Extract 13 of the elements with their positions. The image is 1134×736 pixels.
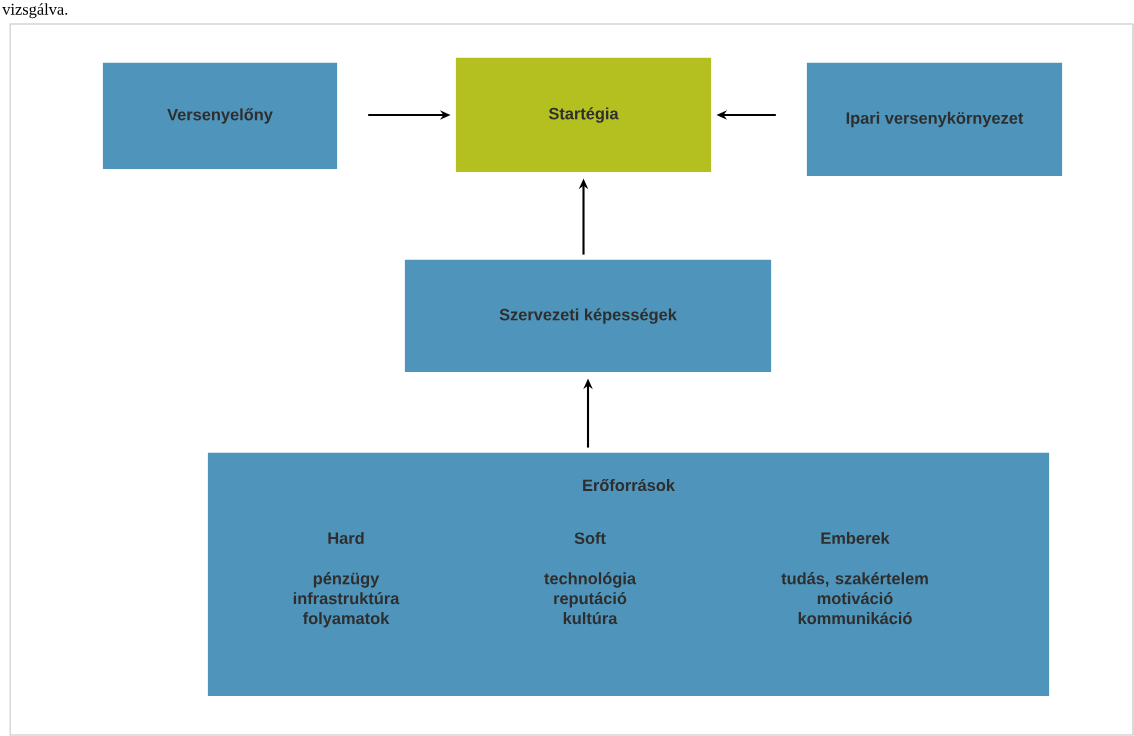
process-box: Ipari versenykörnyezet bbox=[805, 61, 1064, 178]
column-heading: Emberek bbox=[821, 531, 890, 544]
process-box: Versenyelőny bbox=[101, 61, 339, 171]
resource-panel bbox=[206, 451, 1051, 698]
cut-text: vizsgálva. bbox=[2, 3, 68, 19]
strategy-box: Startégia bbox=[454, 56, 713, 174]
item-list: tudás, szakértelem motiváció kommunikáció bbox=[781, 572, 928, 625]
column-heading: Soft bbox=[574, 531, 606, 544]
item-list: pénzügy infrastruktúra folyamatok bbox=[293, 572, 400, 628]
item-list: technológia reputáció kultúra bbox=[544, 572, 637, 625]
panel-heading: Erőforrások bbox=[583, 478, 675, 492]
process-box: Szervezeti képességek bbox=[403, 258, 773, 374]
column-heading: Hard bbox=[328, 531, 364, 544]
